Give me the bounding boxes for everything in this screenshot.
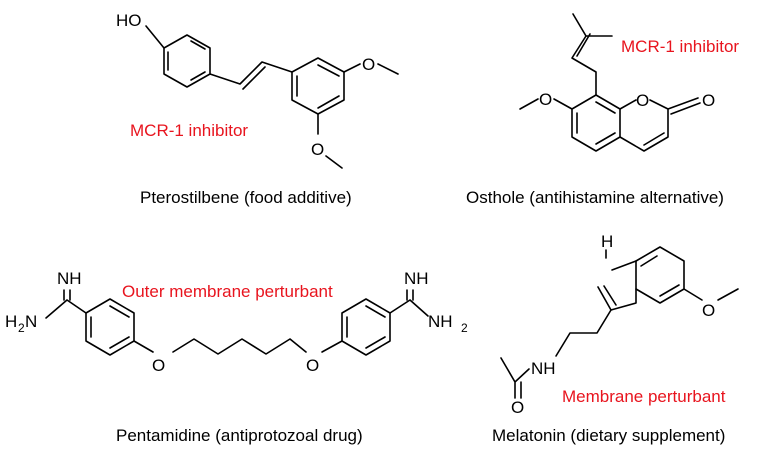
pentamidine-amine-right-n: NH [428, 312, 453, 331]
osthole-prenyl-chain [571, 13, 613, 96]
pterostilbene-phenol-ring-inner-bonds [167, 40, 206, 81]
pterostilbene-structure: HO O O MCR-1 inhibitor Pterostilbene (fo… [116, 11, 399, 207]
melatonin-amide-nh: NH [531, 359, 556, 378]
pterostilbene-hydroxyl-bond [145, 25, 165, 49]
melatonin-benzene-ring [635, 246, 685, 304]
osthole-carbonyl-o: O [702, 91, 715, 110]
melatonin-indole-h: H [601, 232, 613, 251]
pentamidine-amine-right-sub: 2 [461, 321, 468, 335]
pterostilbene-phenol-ring [163, 34, 211, 88]
pentamidine-amine-left-n: N [25, 312, 37, 331]
pentamidine-left-amidine-bonds [45, 289, 87, 319]
pentamidine-ether-o-right: O [306, 356, 319, 375]
pterostilbene-methoxy-bond-1 [343, 63, 399, 75]
pentamidine-right-benzene-ring [341, 298, 391, 356]
pentamidine-imine-right: NH [404, 269, 429, 288]
osthole-pyranone-ring [619, 99, 669, 152]
osthole-caption: Osthole (antihistamine alternative) [466, 188, 724, 207]
osthole-ring-o: O [636, 91, 649, 110]
osthole-benzene-ring [571, 94, 621, 152]
melatonin-activity-label: Membrane perturbant [562, 387, 726, 406]
melatonin-ethyl-chain [555, 309, 612, 357]
pterostilbene-vinyl-bridge [209, 61, 293, 90]
pterostilbene-dimethoxy-ring-inner-bonds [296, 64, 340, 109]
pentamidine-left-benzene-inner-bonds [90, 305, 130, 349]
pentamidine-activity-label: Outer membrane perturbant [122, 282, 333, 301]
osthole-carbonyl-bond [667, 97, 701, 115]
melatonin-pyrrole-ring [597, 260, 637, 311]
pentamidine-amine-left-sub: 2 [18, 321, 25, 335]
pentamidine-right-benzene-inner-bonds [346, 305, 386, 349]
melatonin-methoxy-o: O [702, 301, 715, 320]
pentamidine-right-ether-bond [321, 340, 343, 353]
pentamidine-amine-left-h: H [5, 312, 17, 331]
pentamidine-imine-left: NH [57, 269, 82, 288]
pentamidine-left-benzene-ring [85, 298, 135, 356]
pterostilbene-dimethoxy-ring [291, 57, 345, 115]
pentamidine-pentyl-linker [133, 338, 307, 355]
pentamidine-structure: NH H 2 N O O NH NH 2 Outer membrane pert… [5, 269, 468, 445]
pterostilbene-hydroxyl-label: HO [116, 11, 142, 30]
melatonin-structure: H O NH O Membrane perturbant Melatonin (… [492, 232, 739, 445]
osthole-structure: O O O MCR-1 inhibitor Osthole (antihista… [466, 13, 739, 207]
osthole-methoxy-bond [519, 98, 573, 110]
pterostilbene-activity-label: MCR-1 inhibitor [130, 121, 248, 140]
pterostilbene-methoxy-bond-2 [317, 113, 343, 169]
melatonin-caption: Melatonin (dietary supplement) [492, 426, 725, 445]
pentamidine-ether-o-left: O [152, 356, 165, 375]
pentamidine-right-amidine-bonds [389, 289, 429, 317]
osthole-activity-label: MCR-1 inhibitor [621, 37, 739, 56]
pterostilbene-methoxy-o-2: O [311, 140, 324, 159]
melatonin-carbonyl-o: O [511, 398, 524, 417]
melatonin-methoxy-bond [683, 288, 739, 301]
osthole-methoxy-o: O [539, 90, 552, 109]
melatonin-benzene-inner-bonds [640, 255, 680, 297]
osthole-benzene-ring-inner-bonds [576, 101, 616, 145]
pterostilbene-methoxy-o-1: O [362, 55, 375, 74]
pterostilbene-caption: Pterostilbene (food additive) [140, 188, 352, 207]
pentamidine-caption: Pentamidine (antiprotozoal drug) [116, 426, 363, 445]
melatonin-acetyl-bonds [500, 357, 530, 399]
